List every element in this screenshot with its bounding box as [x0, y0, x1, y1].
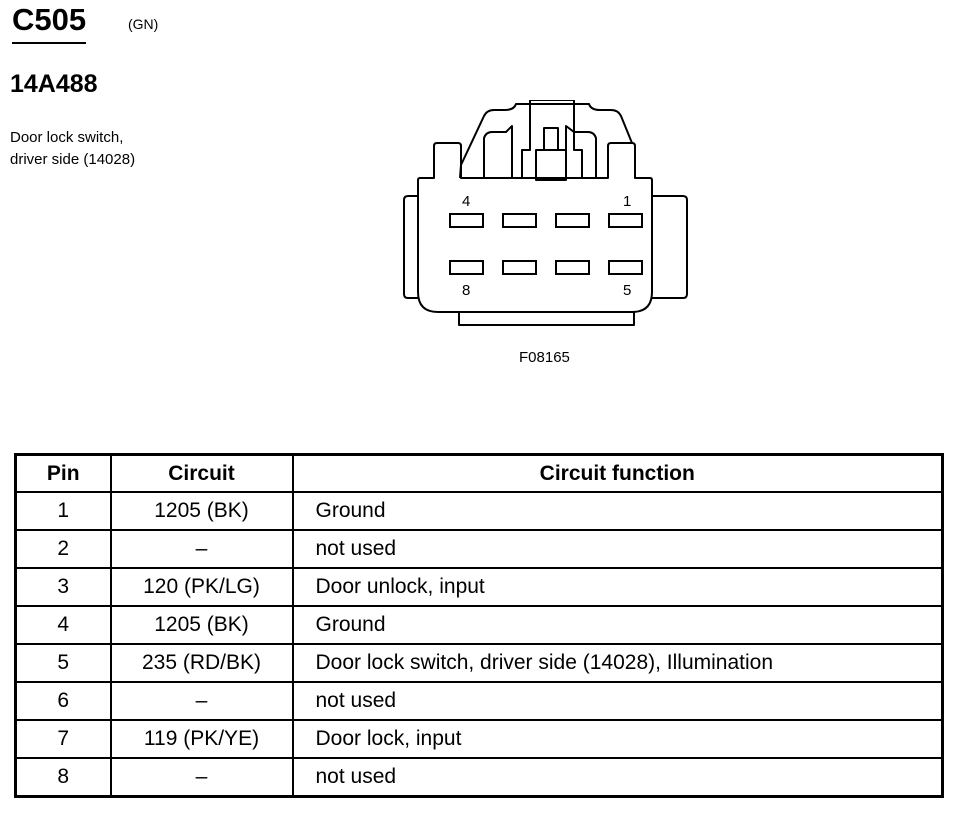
cell-circuit: 235 (RD/BK) — [109, 643, 294, 683]
latch-outer — [459, 100, 633, 179]
cell-function: not used — [291, 757, 944, 798]
cell-circuit: – — [109, 757, 294, 798]
cell-function: Ground — [291, 491, 944, 531]
header-function: Circuit function — [291, 453, 944, 493]
latch-button — [535, 149, 567, 181]
figure-id: F08165 — [519, 349, 570, 366]
pin-label-8: 8 — [462, 282, 470, 299]
connector-description: Door lock switch, driver side (14028) — [10, 127, 135, 171]
cell-pin: 4 — [14, 605, 112, 645]
terminal-slot — [608, 213, 643, 228]
connector-body — [417, 142, 653, 313]
pinout-table: Pin Circuit Circuit function 1 1205 (BK)… — [14, 453, 944, 798]
cell-function: Door lock, input — [291, 719, 944, 759]
cell-circuit: 1205 (BK) — [109, 491, 294, 531]
connector-id: C505 — [12, 2, 87, 44]
terminal-slot — [555, 213, 590, 228]
terminal-slot — [608, 260, 643, 275]
cell-pin: 1 — [14, 491, 112, 531]
cell-function: Ground — [291, 605, 944, 645]
table-row: 3 120 (PK/LG) Door unlock, input — [14, 567, 944, 607]
latch-center — [521, 104, 531, 178]
table-row: 4 1205 (BK) Ground — [14, 605, 944, 645]
table-row: 5 235 (RD/BK) Door lock switch, driver s… — [14, 643, 944, 683]
cell-pin: 8 — [14, 757, 112, 798]
cell-circuit: – — [109, 529, 294, 569]
cell-function: not used — [291, 529, 944, 569]
cell-function: Door unlock, input — [291, 567, 944, 607]
connector-face-diagram: 4 1 8 5 — [403, 100, 688, 326]
cell-pin: 6 — [14, 681, 112, 721]
cell-pin: 2 — [14, 529, 112, 569]
cell-circuit: – — [109, 681, 294, 721]
table-row: 8 – not used — [14, 757, 944, 798]
cell-circuit: 1205 (BK) — [109, 605, 294, 645]
color-code: (GN) — [128, 16, 159, 32]
terminal-slot — [502, 260, 537, 275]
right-ear — [652, 195, 688, 299]
cell-pin: 7 — [14, 719, 112, 759]
latch-stem — [543, 127, 559, 150]
table-row: 1 1205 (BK) Ground — [14, 491, 944, 531]
part-number: 14A488 — [10, 70, 98, 98]
left-ear — [403, 195, 418, 299]
terminal-slot — [449, 260, 484, 275]
table-row: 7 119 (PK/YE) Door lock, input — [14, 719, 944, 759]
cell-function: not used — [291, 681, 944, 721]
cell-pin: 3 — [14, 567, 112, 607]
cell-circuit: 119 (PK/YE) — [109, 719, 294, 759]
terminal-slot — [502, 213, 537, 228]
terminal-slot — [555, 260, 590, 275]
cell-circuit: 120 (PK/LG) — [109, 567, 294, 607]
latch-inner — [483, 125, 513, 178]
pin-label-1: 1 — [623, 193, 631, 210]
description-line: Door lock switch, — [10, 129, 124, 146]
latch-center — [573, 104, 583, 178]
description-line: driver side (14028) — [10, 151, 136, 168]
terminal-slot — [449, 213, 484, 228]
header-pin: Pin — [14, 453, 112, 493]
table-row: 2 – not used — [14, 529, 944, 569]
table-row: 6 – not used — [14, 681, 944, 721]
cell-function: Door lock switch, driver side (14028), I… — [291, 643, 944, 683]
table-header-row: Pin Circuit Circuit function — [14, 453, 944, 493]
bottom-tab — [458, 312, 635, 326]
pin-label-5: 5 — [623, 282, 631, 299]
latch-inner — [565, 125, 597, 178]
header-circuit: Circuit — [109, 453, 294, 493]
pin-label-4: 4 — [462, 193, 470, 210]
cell-pin: 5 — [14, 643, 112, 683]
